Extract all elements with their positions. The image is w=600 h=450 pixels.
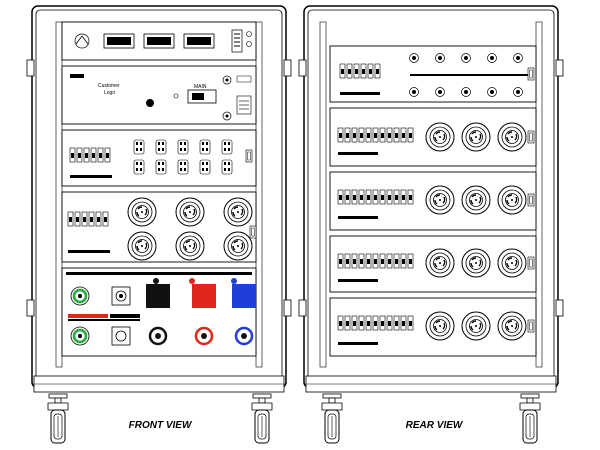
front-right-caster <box>251 393 273 444</box>
rear-panel-5 <box>329 297 537 357</box>
green-powercon-bottom <box>72 328 88 344</box>
rear-case <box>298 5 564 444</box>
rear-panel-2 <box>329 107 537 167</box>
red-camlok-block <box>192 284 216 308</box>
front-left-caster <box>47 393 69 444</box>
green-powercon-top <box>72 288 88 304</box>
duplex-outlet-panel <box>61 129 257 187</box>
customer-logo-line-2: Logo <box>104 90 115 96</box>
main-label: MAIN <box>194 84 207 90</box>
black-camlok-block <box>146 284 170 308</box>
main-breaker-panel: Customer Logo MAIN <box>61 65 257 125</box>
front-case: Customer Logo MAIN <box>26 5 292 444</box>
blue-camlok-block <box>232 284 256 308</box>
rear-panel-4 <box>329 235 537 293</box>
camlok-panel <box>61 267 257 357</box>
twistlock-front-panel <box>61 191 257 263</box>
customer-logo-line-1: Customer <box>98 83 120 89</box>
rear-right-caster <box>519 393 541 444</box>
meter-panel <box>61 21 257 61</box>
rear-left-caster <box>321 393 343 444</box>
rear-view-caption: REAR VIEW <box>406 420 464 431</box>
front-view-caption: FRONT VIEW <box>129 420 193 431</box>
rear-panel-3 <box>329 171 537 231</box>
rear-panel-1 <box>329 45 537 103</box>
